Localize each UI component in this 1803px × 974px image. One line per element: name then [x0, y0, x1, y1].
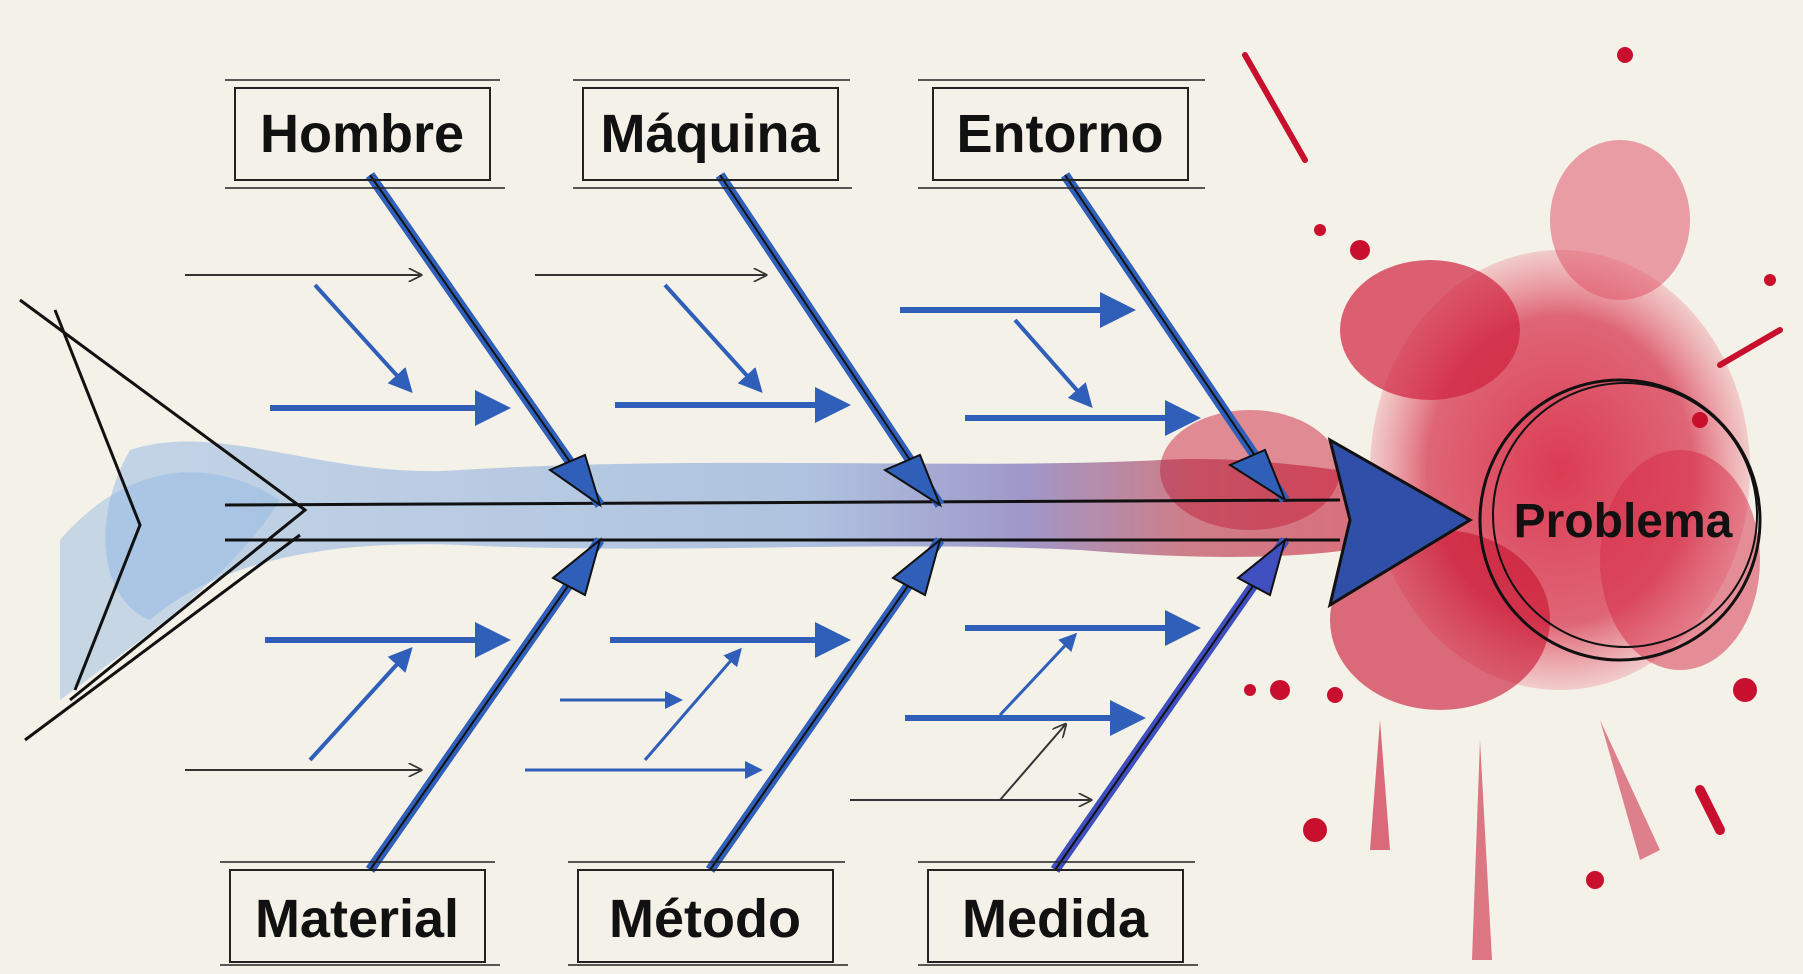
category-label-entorno: Entorno [957, 104, 1164, 164]
category-label-hombre: Hombre [260, 104, 464, 164]
sub-bones [185, 275, 1201, 800]
category-label-metodo: Método [609, 889, 801, 949]
top-bone-2 [715, 172, 945, 508]
category-box-material: Material [220, 861, 500, 966]
category-box-hombre: Hombre [225, 79, 505, 189]
bottom-bone-1 [365, 537, 605, 873]
problem-label: Problema [1514, 495, 1733, 548]
category-box-metodo: Método [568, 861, 848, 966]
category-label-maquina: Máquina [600, 104, 820, 164]
category-label-medida: Medida [962, 889, 1149, 949]
bottom-bone-3 [1050, 537, 1290, 873]
problem-head: Problema [1478, 378, 1762, 662]
main-spine [224, 436, 1473, 609]
fish-tail [19, 298, 308, 742]
red-splash [1160, 47, 1783, 960]
category-box-maquina: Máquina [573, 79, 852, 189]
spine-wash [60, 441, 1380, 700]
top-bone-3 [1060, 172, 1290, 503]
category-box-entorno: Entorno [918, 79, 1205, 189]
top-bone-1 [365, 172, 605, 508]
category-box-medida: Medida [918, 861, 1198, 966]
bottom-bone-2 [705, 537, 945, 873]
category-label-material: Material [255, 889, 459, 949]
